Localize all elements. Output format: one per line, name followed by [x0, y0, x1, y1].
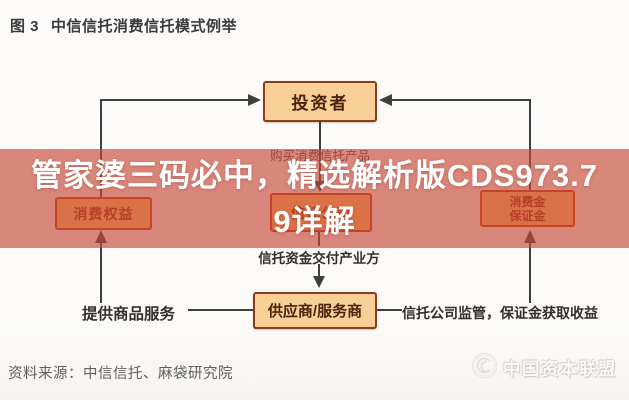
node-supplier-label: 供应商/服务商 [267, 303, 363, 320]
watermark-text: 中国资本联盟 [503, 358, 617, 379]
watermark-logo: 中国资本联盟 [471, 352, 617, 384]
flow-label-provide-goods: 提供商品服务 [82, 306, 176, 323]
source-note: 资料来源：中信信托、麻袋研究院 [8, 366, 233, 382]
swirl-circle-icon [471, 352, 498, 384]
figure-title: 图 3 中信信托消费信托模式例举 [10, 15, 237, 36]
node-investor: 投资者 [263, 81, 377, 122]
overlay-headline-line1: 管家婆三码必中，精选解析版CDS973.7 [30, 158, 599, 193]
overlay-headline: 管家婆三码必中，精选解析版CDS973.7 9详解 [0, 153, 629, 245]
node-investor-label: 投资者 [291, 94, 349, 113]
figure-title-text: 中信信托消费信托模式例举 [51, 18, 238, 35]
flow-label-supervision: 信托公司监管，保证金获取收益 [402, 305, 598, 321]
node-supplier: 供应商/服务商 [253, 292, 377, 329]
flow-label-deliver-funds: 信托资金交付产业方 [258, 251, 380, 266]
overlay-band [0, 149, 629, 248]
overlay-headline-line2: 9详解 [273, 204, 356, 239]
figure-number: 图 3 [10, 18, 40, 35]
